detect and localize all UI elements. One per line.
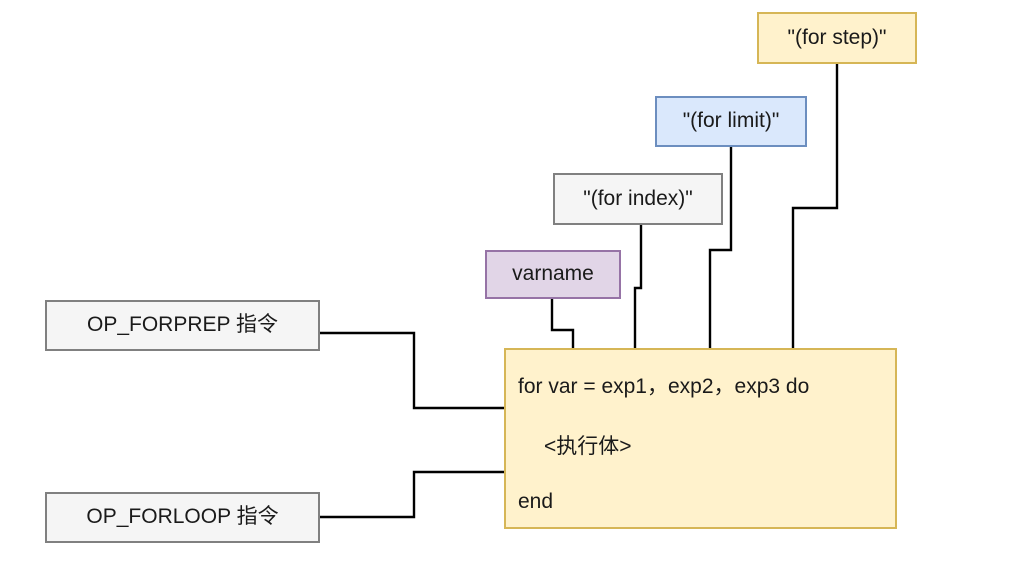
node-op-forprep[interactable]: OP_FORPREP 指令: [45, 300, 320, 351]
node-for-step[interactable]: "(for step)": [757, 12, 917, 64]
node-varname[interactable]: varname: [485, 250, 621, 299]
node-for-step-label: "(for step)": [787, 25, 887, 49]
code-line-body: <执行体>: [544, 435, 632, 458]
edge-forindex-to-exp1: [628, 225, 643, 368]
node-code-block[interactable]: for var = exp1，exp2，exp3 do <执行体> end: [504, 348, 897, 529]
node-op-forloop-label: OP_FORLOOP 指令: [86, 505, 279, 529]
node-for-index[interactable]: "(for index)": [553, 173, 723, 225]
code-line-for-statement: for var = exp1，exp2，exp3 do: [518, 375, 810, 398]
node-op-forloop[interactable]: OP_FORLOOP 指令: [45, 492, 320, 543]
node-op-forprep-label: OP_FORPREP 指令: [87, 313, 278, 337]
edge-forprep-to-codeblock: [320, 331, 532, 415]
node-varname-label: varname: [512, 262, 594, 286]
node-for-limit[interactable]: "(for limit)": [655, 96, 807, 147]
node-for-index-label: "(for index)": [583, 186, 693, 210]
edge-forloop-to-codeblock: [320, 465, 532, 519]
code-line-end: end: [518, 490, 554, 513]
node-for-limit-label: "(for limit)": [682, 109, 780, 133]
